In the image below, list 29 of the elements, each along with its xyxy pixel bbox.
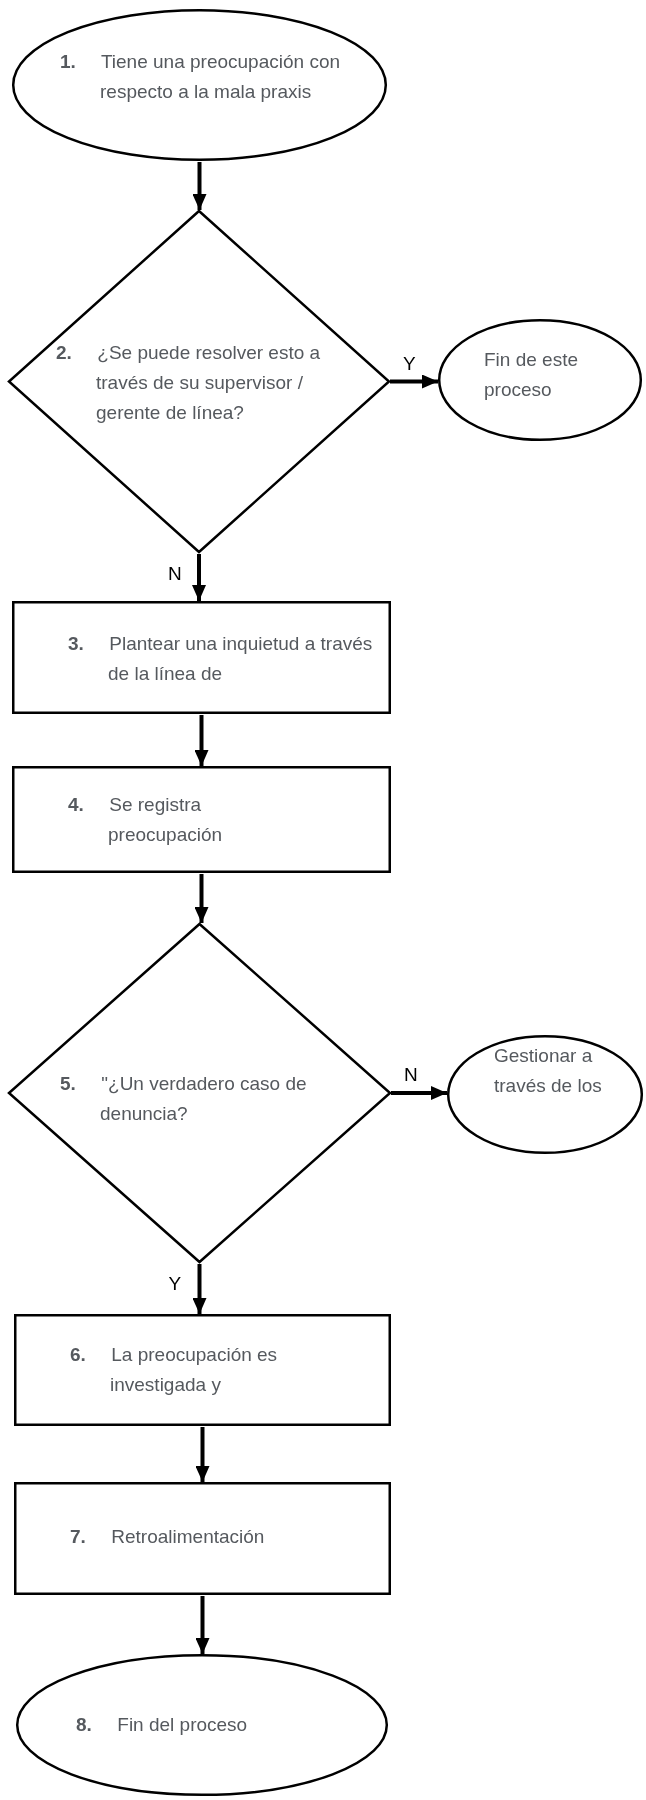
end-ellipse	[438, 319, 642, 441]
step-text: Fin de este proceso	[484, 348, 579, 402]
start-ellipse	[12, 9, 387, 161]
step-text: 8. Fin del proceso	[76, 1713, 249, 1737]
step-text: 4. Se registra preocupación	[68, 793, 224, 847]
step-text: 7. Retroalimentación	[70, 1525, 266, 1549]
arrow	[195, 1427, 210, 1482]
step-text: 3. Plantear una inquietud a través de la línea de	[68, 632, 374, 686]
step-text: 6. La preocupación es investigada y	[70, 1343, 279, 1397]
arrow	[391, 1086, 447, 1100]
decision-diamond	[8, 210, 390, 553]
arrow	[192, 162, 207, 210]
arrow	[195, 1596, 210, 1654]
process-box	[14, 1482, 391, 1595]
arrow	[192, 554, 206, 601]
step-text: 2. ¿Se puede resolver esto a través de su supervisor / gerente de línea?	[56, 341, 322, 425]
end-ellipse	[16, 1654, 388, 1796]
arrow	[390, 374, 438, 389]
process-box	[14, 1314, 391, 1426]
process-box	[12, 766, 391, 873]
step-text: Gestionar a través de los	[494, 1044, 603, 1098]
decision-diamond	[8, 923, 391, 1263]
arrow	[194, 715, 209, 766]
process-ellipse	[447, 1035, 643, 1154]
process-box	[12, 601, 391, 714]
arrow	[192, 1264, 207, 1314]
step-text: 5. "¿Un verdadero caso de denuncia?	[60, 1072, 308, 1126]
step-text: 1. Tiene una preocupación con respecto a la mala praxis	[60, 50, 341, 104]
arrow	[194, 874, 209, 923]
